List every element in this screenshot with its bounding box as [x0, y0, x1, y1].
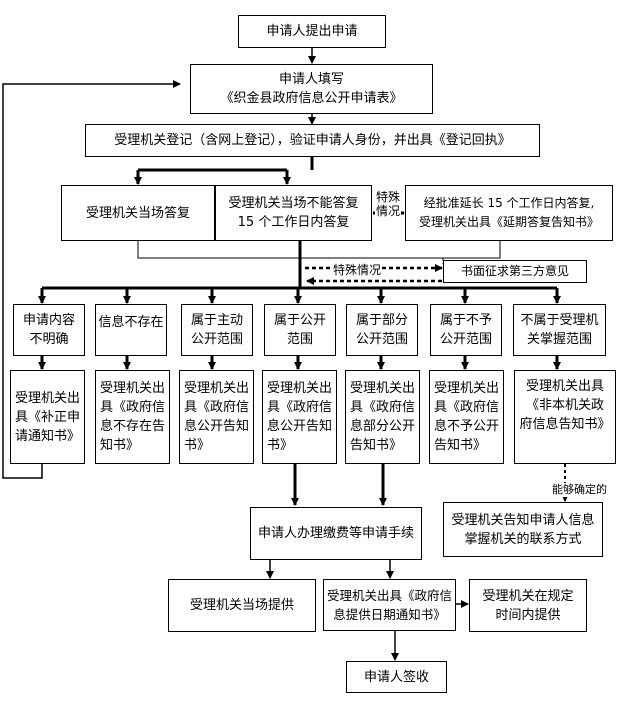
node-cat-notexist-text: 信息不存在: [98, 315, 164, 330]
node-cat-partial: 属于部分 公开范围: [346, 304, 418, 356]
node-sign-text: 申请人签收: [363, 669, 429, 685]
node-reply-onsite-text: 受理机关当场答复: [85, 205, 190, 221]
node-apply-text: 申请人提出申请: [266, 24, 358, 39]
node-cat-nondisclosure: 属于不予 公开范围: [430, 304, 502, 356]
node-provide-onsite: 受理机关当场提供: [168, 579, 316, 632]
node-extend: 经批准延长 15 个工作日内答复, 受理机关出具《延期答复告知书》: [405, 185, 613, 241]
node-doc-public-1: 受理机关出: [267, 381, 333, 396]
node-cat-nondisc-2: 公开范围: [439, 332, 492, 347]
node-cat-public-1: 属于公开: [273, 313, 326, 328]
node-sign: 申请人签收: [346, 661, 447, 693]
node-notice-date-2: 息提供日期通知书》: [333, 607, 446, 622]
node-third-party-text: 书面征求第三方意见: [460, 264, 569, 278]
node-cat-active-1: 属于主动: [190, 313, 243, 328]
node-provide-in-time-2: 时间内提供: [495, 607, 561, 623]
label-special-case-top: 特殊 情况: [375, 190, 401, 218]
node-third-party: 书面征求第三方意见: [443, 260, 587, 283]
node-cat-notexist: 信息不存在: [95, 304, 167, 356]
node-doc-public: 受理机关出 具《政府信 息公开告知 书》: [262, 370, 337, 464]
node-notice-date-1: 受理机关出具《政府信: [326, 588, 452, 603]
node-notice-date: 受理机关出具《政府信 息提供日期通知书》: [323, 579, 456, 631]
node-cat-notours-2: 关掌握范围: [526, 332, 592, 347]
node-doc-active: 受理机关出 具《政府信 息公开告知 书》: [179, 370, 254, 464]
node-doc-nondisclosure: 受理机关出 具《政府信 息不予公开 告知书》: [429, 370, 504, 464]
node-doc-active-3: 息公开告知: [184, 419, 250, 434]
node-fee-text: 申请人办理缴费等申请手续: [257, 526, 414, 541]
node-doc-notours-3: 府信息告知书》: [519, 417, 611, 432]
node-doc-unclear-2: 具《补正申: [15, 409, 81, 425]
line-extend-down: [300, 241, 501, 259]
node-doc-notexist-4: 知书》: [100, 438, 140, 453]
node-register: 受理机关登记（含网上登记），验证申请人身份，并出具《登记回执》: [85, 124, 540, 157]
node-cat-unclear-1: 申请内容: [22, 313, 75, 328]
label-can-determine: 能够确定的: [552, 483, 607, 497]
node-doc-notours: 受理机关出具 《非本机关政 府信息告知书》: [514, 370, 616, 464]
node-doc-active-4: 书》: [184, 438, 211, 453]
node-doc-partial-2: 具《政府信: [350, 400, 416, 415]
node-inform-contact: 受理机关告知申请人信息 掌握机关的联系方式: [443, 502, 603, 557]
node-doc-active-1: 受理机关出: [184, 381, 250, 396]
node-extend-line2: 受理机关出具《延期答复告知书》: [418, 215, 599, 229]
node-doc-unclear-1: 受理机关出: [15, 390, 81, 406]
node-cat-notours: 不属于受理机 关掌握范围: [513, 304, 606, 356]
node-doc-public-4: 书》: [267, 438, 294, 453]
node-doc-nondisc-1: 受理机关出: [434, 381, 500, 396]
node-fee: 申请人办理缴费等申请手续: [250, 507, 422, 560]
node-fill-form-line1: 申请人填写: [278, 72, 344, 87]
node-cat-public-2: 范围: [286, 332, 313, 347]
node-register-text: 受理机关登记（含网上登记），验证申请人身份，并出具《登记回执》: [114, 133, 511, 148]
node-cat-partial-1: 属于部分: [355, 313, 408, 328]
node-cat-partial-2: 公开范围: [355, 332, 408, 347]
node-apply: 申请人提出申请: [238, 15, 386, 48]
node-doc-unclear: 受理机关出 具《补正申 请通知书》: [10, 370, 85, 464]
node-doc-nondisc-3: 息不予公开: [434, 419, 500, 434]
line-feedback-loop: [2, 80, 181, 479]
node-cat-public: 属于公开 范围: [264, 304, 336, 356]
node-reply-onsite: 受理机关当场答复: [61, 185, 215, 241]
node-doc-partial-4: 告知书》: [350, 438, 403, 453]
label-special-1: 特殊: [375, 190, 400, 204]
label-can-determine-text: 能够确定的: [552, 483, 607, 496]
node-doc-notours-1: 受理机关出具: [525, 379, 604, 394]
node-doc-partial-3: 息部分公开: [350, 419, 416, 434]
label-special-case-inline: 特殊情况: [333, 263, 382, 277]
node-doc-notexist-2: 具《政府信: [100, 400, 166, 415]
node-cat-notours-1: 不属于受理机: [520, 313, 599, 328]
node-cat-nondisc-1: 属于不予: [439, 313, 492, 328]
node-provide-in-time: 受理机关在规定 时间内提供: [469, 579, 587, 632]
node-doc-partial-1: 受理机关出: [350, 381, 416, 396]
node-reply-15days: 受理机关当场不能答复 15 个工作日内答复: [215, 185, 372, 241]
node-extend-line1: 经批准延长 15 个工作日内答复,: [423, 196, 595, 210]
node-cat-unclear-2: 不明确: [29, 332, 69, 347]
node-doc-notours-2: 《非本机关政: [525, 398, 604, 413]
node-doc-unclear-3: 请通知书》: [15, 428, 81, 444]
node-doc-notexist-3: 息不存在告: [100, 419, 166, 434]
label-special-inline-text: 特殊情况: [333, 263, 382, 277]
node-cat-active: 属于主动 公开范围: [181, 304, 253, 356]
node-cat-unclear: 申请内容 不明确: [13, 304, 85, 356]
node-reply-15days-line2: 15 个工作日内答复: [237, 215, 350, 230]
node-doc-active-2: 具《政府信: [184, 400, 250, 415]
node-fill-form: 申请人填写 《织金县政府信息公开申请表》: [190, 64, 433, 114]
node-provide-in-time-1: 受理机关在规定: [482, 588, 574, 604]
node-doc-nondisc-2: 具《政府信: [434, 400, 500, 415]
node-doc-notexist: 受理机关出 具《政府信 息不存在告 知书》: [95, 370, 170, 464]
node-cat-active-2: 公开范围: [190, 332, 243, 347]
node-provide-onsite-text: 受理机关当场提供: [189, 598, 294, 613]
node-doc-notexist-1: 受理机关出: [100, 381, 166, 396]
label-special-2: 情况: [375, 204, 400, 218]
node-doc-nondisc-4: 告知书》: [434, 438, 487, 453]
node-reply-15days-line1: 受理机关当场不能答复: [228, 196, 359, 211]
node-doc-public-3: 息公开告知: [267, 419, 333, 434]
node-doc-partial: 受理机关出 具《政府信 息部分公开 告知书》: [345, 370, 420, 464]
line-reply-onsite-down: [137, 241, 300, 259]
node-doc-public-2: 具《政府信: [267, 400, 333, 415]
node-inform-contact-1: 受理机关告知申请人信息: [451, 512, 595, 528]
node-fill-form-line2: 《织金县政府信息公开申请表》: [220, 91, 403, 106]
node-inform-contact-2: 掌握机关的联系方式: [464, 531, 582, 547]
